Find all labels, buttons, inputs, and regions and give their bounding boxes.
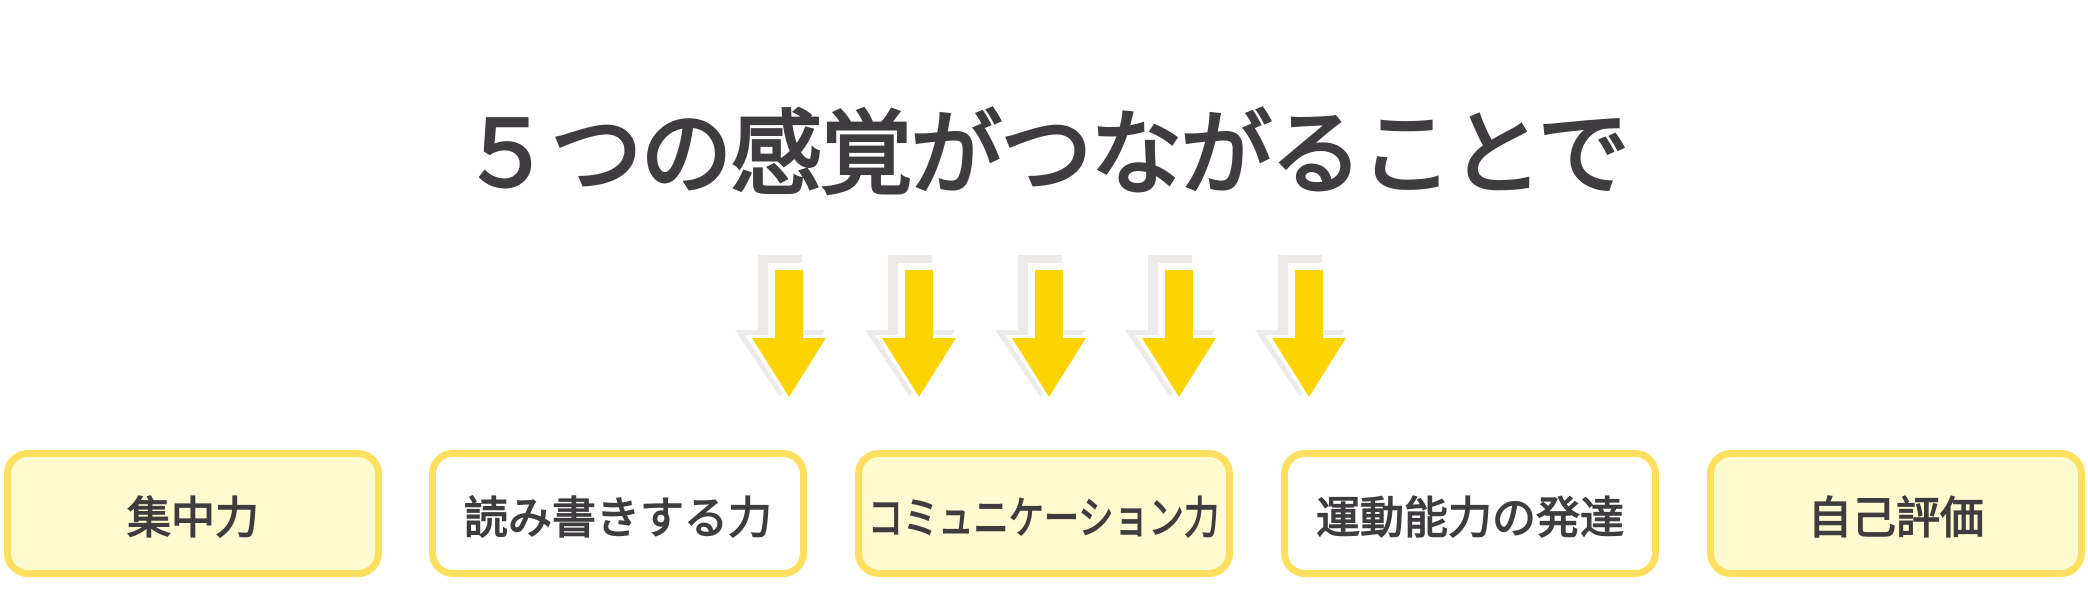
skill-box-reading-writing: 読み書きする力 [429, 450, 807, 577]
down-arrow-icon [995, 255, 1087, 398]
skill-box-self-esteem: 自己評価 [1707, 450, 2085, 577]
skill-box-motor-development: 運動能力の発達 [1281, 450, 1659, 577]
down-arrow-icon [865, 255, 957, 398]
down-arrow-icon [1125, 255, 1217, 398]
skill-label: 運動能力の発達 [1316, 492, 1624, 544]
skill-box-concentration: 集中力 [4, 450, 382, 577]
skill-label: 読み書きする力 [464, 492, 772, 544]
skill-label: コミュニケーション力 [868, 492, 1220, 544]
arrow-body [1012, 270, 1086, 397]
down-arrow-icon [1255, 255, 1347, 398]
skill-label: 自己評価 [1808, 492, 1984, 544]
down-arrow-icon [735, 255, 827, 398]
page-title: ５つの感覚がつながることで [460, 101, 1629, 208]
arrows-group [735, 255, 1347, 398]
arrow-body [882, 270, 956, 397]
skill-box-communication: コミュニケーション力 [855, 450, 1233, 577]
arrow-body [1272, 270, 1346, 397]
skill-label: 集中力 [127, 492, 259, 544]
arrow-body [752, 270, 826, 397]
arrow-body [1142, 270, 1216, 397]
